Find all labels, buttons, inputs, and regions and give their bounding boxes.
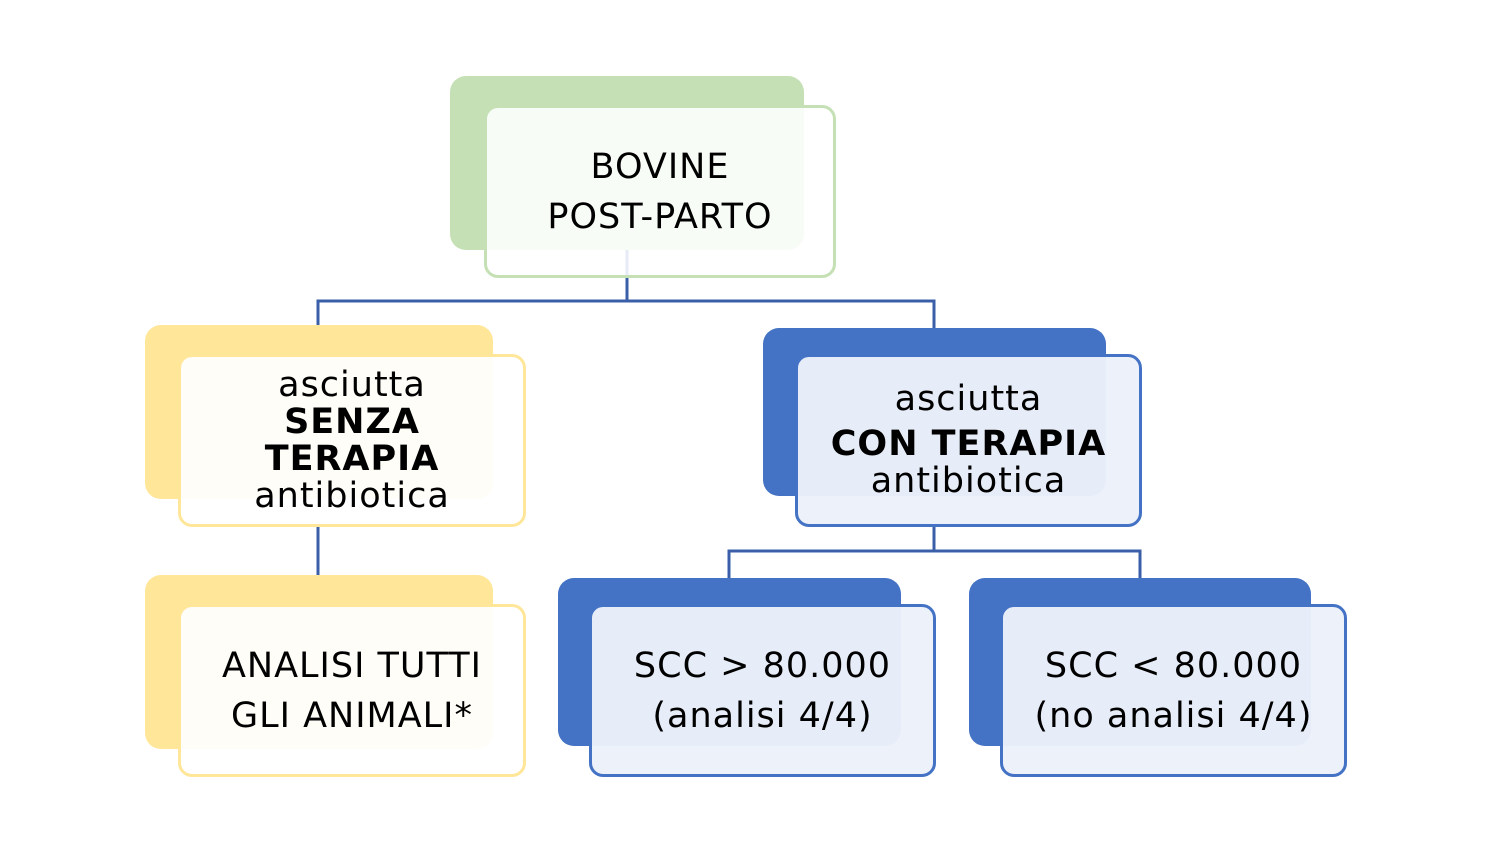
node-text-line: GLI ANIMALI* [231, 695, 473, 736]
connector-con-to-scc [727, 525, 1142, 578]
node-text-line-bold: SENZA [284, 401, 420, 442]
node-text-line: asciutta [894, 379, 1043, 419]
node-senza-terapia: asciutta SENZA TERAPIA antibiotica [145, 325, 526, 527]
node-text-line: BOVINE [590, 146, 730, 187]
node-text-line: POST-PARTO [547, 196, 773, 237]
node-bovine-post-parto: BOVINE POST-PARTO [450, 76, 836, 278]
node-front-box: asciutta SENZA TERAPIA antibiotica [178, 354, 526, 527]
node-front-box: SCC < 80.000 (no analisi 4/4) [1000, 604, 1347, 777]
node-con-terapia: asciutta CON TERAPIA antibiotica [763, 328, 1142, 527]
node-text-line: (no analisi 4/4) [1034, 695, 1313, 736]
node-front-box: BOVINE POST-PARTO [484, 105, 836, 278]
node-scc-low: SCC < 80.000 (no analisi 4/4) [969, 578, 1347, 777]
node-text-line: SCC < 80.000 [1044, 645, 1303, 686]
node-text-line: antibiotica [254, 475, 450, 516]
node-text-line: asciutta [278, 364, 426, 405]
node-text-line-bold: CON TERAPIA [830, 424, 1107, 464]
node-front-box: asciutta CON TERAPIA antibiotica [795, 354, 1142, 527]
node-text-line: antibiotica [870, 461, 1067, 501]
node-scc-high: SCC > 80.000 (analisi 4/4) [558, 578, 936, 777]
node-analisi-tutti: ANALISI TUTTI GLI ANIMALI* [145, 575, 526, 777]
node-text-line: (analisi 4/4) [652, 695, 873, 736]
node-text-line-bold: TERAPIA [264, 438, 440, 479]
node-text-line: ANALISI TUTTI [221, 645, 483, 686]
node-front-box: SCC > 80.000 (analisi 4/4) [589, 604, 936, 777]
node-text-line: SCC > 80.000 [633, 645, 892, 686]
node-front-box: ANALISI TUTTI GLI ANIMALI* [178, 604, 526, 777]
